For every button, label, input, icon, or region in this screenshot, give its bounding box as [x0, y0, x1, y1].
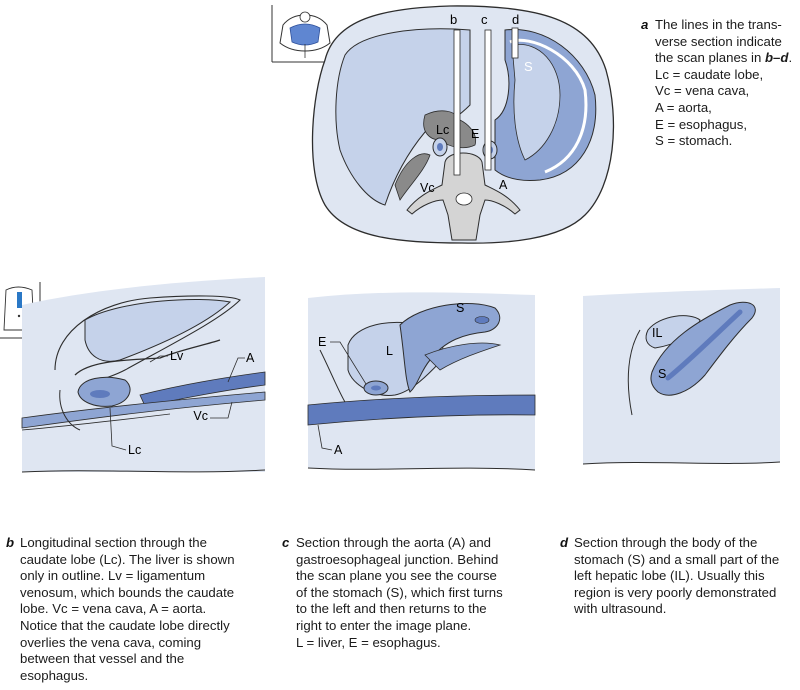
caption-panel-d: d Section through the body of the stomac…	[560, 535, 796, 618]
caption-b-line-8: between that vessel and the	[20, 651, 185, 667]
caption-a-line-3: the scan planes in b–d.	[655, 50, 793, 66]
caption-b-line-3: only in outline. Lv = ligamentum	[20, 568, 206, 584]
caption-d-line-3: left hepatic lobe (IL). Usually this	[574, 568, 765, 584]
caption-b-line-5: lobe. Vc = vena cava, A = aorta.	[20, 601, 207, 617]
label-b-ligamentum: Lv	[170, 349, 184, 363]
scan-plane-label-b: b	[450, 12, 457, 27]
caption-letter-d: d	[560, 535, 569, 550]
aorta-c	[307, 394, 536, 426]
caption-a-line-8: S = stomach.	[655, 133, 733, 149]
caption-panel-b: b Longitudinal section through the cauda…	[6, 535, 270, 684]
panel-c-illustration: S E L A	[307, 292, 536, 471]
caption-d-line-1: Section through the body of the	[574, 535, 758, 550]
caption-b-line-2: caudate lobe (Lc). The liver is shown	[20, 551, 235, 567]
label-d-left-lobe: IL	[652, 326, 662, 340]
scan-plane-b	[453, 29, 461, 176]
caption-b-line-6: Notice that the caudate lobe directly	[20, 617, 230, 633]
caption-a-emphasis: b–d	[764, 50, 789, 66]
scan-plane-label-d: d	[512, 12, 519, 27]
label-c-stomach: S	[456, 301, 464, 315]
caption-b-line-9: esophagus.	[20, 667, 89, 683]
label-d-stomach: S	[658, 367, 666, 381]
label-b-caudate: Lc	[128, 443, 141, 457]
caption-b-line-4: venosum, which bounds the caudate	[20, 584, 235, 600]
label-c-esophagus: E	[318, 335, 326, 349]
caption-c-line-4: of the stomach (S), which first turns	[296, 584, 503, 600]
ligamentum-venosum	[74, 339, 221, 376]
caption-c-line-7: L = liver, E = esophagus.	[296, 634, 441, 650]
panel-b-bottom-edge	[21, 469, 266, 473]
caption-b-line-7: overlies the vena cava, coming	[20, 634, 202, 650]
scan-plane-c	[484, 29, 492, 171]
caption-panel-c: c Section through the aorta (A) and gast…	[282, 535, 546, 651]
label-b-vena-cava: Vc	[193, 409, 208, 423]
label-a-caudate: Lc	[436, 123, 449, 137]
caption-c-line-1: Section through the aorta (A) and	[296, 535, 492, 550]
scan-plane-d	[511, 27, 519, 59]
label-c-liver: L	[386, 344, 393, 358]
caption-letter-c: c	[282, 535, 290, 550]
caption-c-line-6: right to enter the image plane.	[296, 617, 472, 633]
caption-panel-a: a The lines in the trans- verse section …	[641, 17, 795, 150]
caption-d-line-5: with ultrasound.	[574, 601, 667, 617]
caption-d-line-2: stomach (S) and a small part of the	[574, 551, 780, 567]
caption-a-line-2: verse section indicate	[655, 33, 782, 49]
liver-outline-b	[54, 295, 241, 386]
caption-d-line-4: region is very poorly demonstrated	[574, 584, 777, 600]
caption-a-line-1: The lines in the trans-	[655, 17, 782, 32]
panel-a-illustration: b c d S Lc E Vc A	[271, 5, 615, 244]
caption-a-line-6: A = aorta,	[655, 99, 712, 115]
panel-d-illustration: IL S	[582, 288, 781, 465]
body-orientation-icon-top	[271, 5, 333, 63]
panel-b-illustration: Lv A Vc Lc	[0, 277, 266, 473]
liver-region	[335, 28, 471, 206]
stomach-c	[399, 303, 501, 393]
label-a-vena-cava: Vc	[420, 181, 435, 195]
scan-plane-label-c: c	[481, 12, 488, 27]
vena-cava-b	[21, 391, 266, 429]
caption-a-line-4: Lc = caudate lobe,	[655, 66, 764, 82]
label-a-aorta: A	[499, 178, 508, 192]
caption-letter-b: b	[6, 535, 15, 550]
caption-b-line-1: Longitudinal section through the	[20, 535, 207, 550]
caption-a-line-7: E = esophagus,	[655, 116, 748, 132]
caption-c-line-5: to the left and then returns to the	[296, 601, 487, 617]
label-b-aorta: A	[246, 351, 255, 365]
caption-letter-a: a	[641, 17, 649, 32]
label-c-aorta: A	[334, 443, 343, 457]
caption-c-line-2: gastroesophageal junction. Behind	[296, 551, 499, 567]
caption-a-line-5: Vc = vena cava,	[655, 83, 750, 99]
label-a-stomach: S	[524, 59, 533, 74]
label-a-esophagus: E	[471, 127, 479, 141]
caption-c-line-3: the scan plane you see the course	[296, 568, 497, 584]
